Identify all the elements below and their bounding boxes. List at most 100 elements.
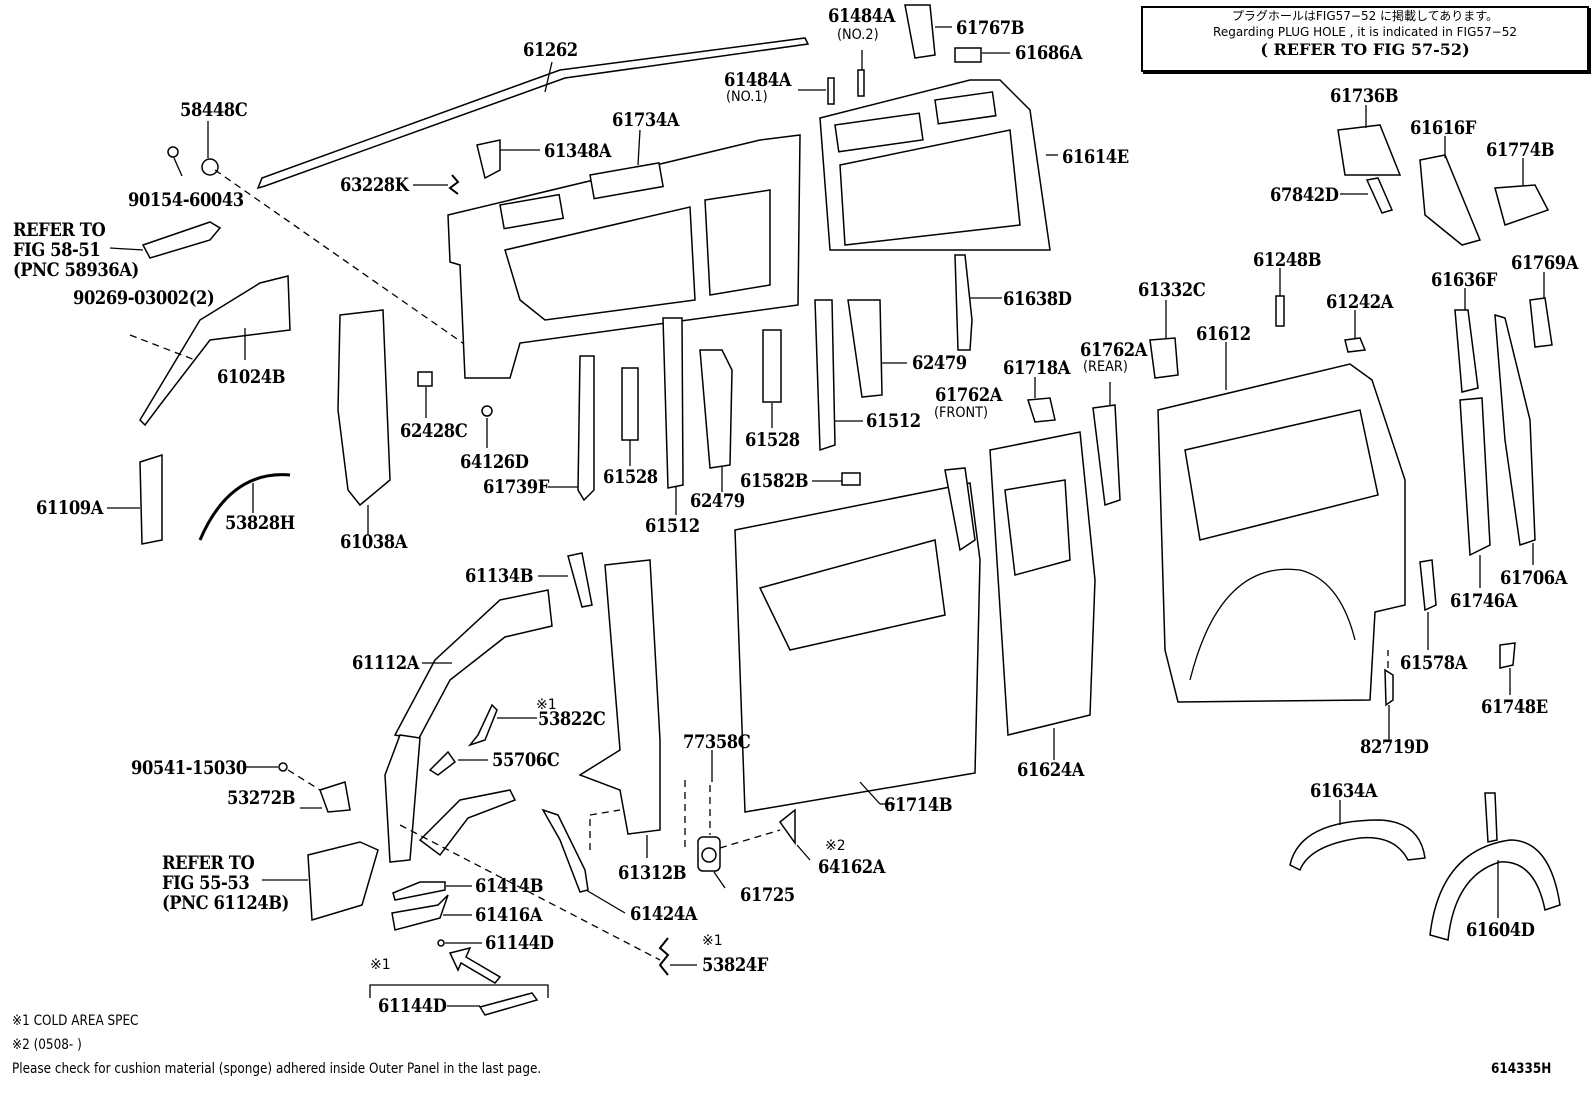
part-61612-rear-quarter-panel[interactable]	[1157, 342, 1406, 703]
part-90154-60043-bolt[interactable]	[167, 146, 183, 177]
part-61762A-front[interactable]	[944, 467, 976, 552]
label-61332C[interactable]: 61332C	[1138, 279, 1206, 301]
part-55706C[interactable]	[428, 750, 488, 776]
label-61714B[interactable]: 61714B	[884, 794, 953, 816]
part-61112A-a-pillar[interactable]	[393, 589, 553, 741]
part-61348A[interactable]	[476, 139, 540, 180]
part-61748E[interactable]	[1499, 642, 1516, 695]
label-61762A-front[interactable]: 61762A	[935, 384, 1002, 406]
part-61124B-ref[interactable]	[262, 841, 379, 921]
label-63228K[interactable]: 63228K	[340, 174, 409, 196]
label-61767B[interactable]: 61767B	[956, 17, 1025, 39]
label-61748E[interactable]: 61748E	[1481, 696, 1548, 718]
part-61614E-rear-upper-panel[interactable]	[819, 79, 1058, 251]
label-61739F[interactable]: 61739F	[483, 476, 549, 498]
label-61616F[interactable]: 61616F	[1410, 117, 1476, 139]
label-61134B[interactable]: 61134B	[465, 565, 534, 587]
label-61109A[interactable]: 61109A	[36, 497, 103, 519]
part-61248B[interactable]	[1275, 268, 1285, 327]
label-61604D[interactable]: 61604D	[1466, 919, 1535, 941]
label-61424A[interactable]: 61424A	[630, 903, 697, 925]
part-61332C[interactable]	[1149, 300, 1179, 379]
ref-55-53-line2[interactable]: FIG 55-53	[162, 872, 250, 894]
part-53272B[interactable]	[300, 781, 351, 813]
label-61746A[interactable]: 61746A	[1450, 590, 1517, 612]
label-61578A[interactable]: 61578A	[1400, 652, 1467, 674]
part-61578A[interactable]	[1419, 559, 1437, 650]
part-61714B-sliding-door-panel[interactable]	[734, 482, 981, 813]
part-61767B[interactable]	[904, 4, 952, 59]
label-58448C[interactable]: 58448C	[180, 99, 248, 121]
part-64126D-clip[interactable]	[481, 405, 493, 448]
label-61614E[interactable]: 61614E	[1062, 146, 1129, 168]
label-61144D-cold[interactable]: 61144D	[378, 995, 447, 1017]
part-61424A[interactable]	[541, 808, 626, 914]
notice-refer[interactable]: ( REFER TO FIG 57-52)	[1260, 40, 1470, 59]
label-61706A[interactable]: 61706A	[1500, 567, 1567, 589]
label-61512-b[interactable]: 61512	[866, 410, 921, 432]
label-61686A[interactable]: 61686A	[1015, 42, 1082, 64]
label-61262[interactable]: 61262	[523, 39, 578, 61]
label-61582B[interactable]: 61582B	[740, 470, 809, 492]
part-61582B[interactable]	[812, 472, 861, 486]
label-64162A[interactable]: 64162A	[818, 856, 885, 878]
label-90541-15030[interactable]: 90541-15030	[131, 757, 247, 779]
part-61414B[interactable]	[392, 881, 472, 901]
label-61484A-no1[interactable]: 61484A	[724, 69, 791, 91]
part-53824F[interactable]	[658, 937, 697, 976]
part-61512-a[interactable]	[662, 317, 684, 515]
label-61248B[interactable]: 61248B	[1253, 249, 1322, 271]
part-61769A[interactable]	[1529, 272, 1553, 348]
label-53272B[interactable]: 53272B	[227, 787, 296, 809]
label-61024B[interactable]: 61024B	[217, 366, 286, 388]
part-61262-roof-rail[interactable]	[256, 37, 810, 190]
label-61528-a[interactable]: 61528	[603, 466, 658, 488]
part-67842D[interactable]	[1340, 177, 1394, 214]
part-61706A[interactable]	[1494, 313, 1536, 565]
label-77358C[interactable]: 77358C	[683, 731, 751, 753]
part-58448C-nut[interactable]	[201, 121, 219, 176]
part-61739F[interactable]	[548, 355, 595, 502]
part-58936A-ref[interactable]	[109, 221, 222, 259]
label-62479-b[interactable]: 62479	[912, 352, 967, 374]
label-61112A[interactable]: 61112A	[352, 652, 419, 674]
label-55706C[interactable]: 55706C	[492, 749, 560, 771]
label-61312B[interactable]: 61312B	[618, 862, 687, 884]
part-61774B[interactable]	[1494, 158, 1550, 226]
label-64126D[interactable]: 64126D	[460, 451, 529, 473]
label-61718A[interactable]: 61718A	[1003, 357, 1070, 379]
part-61624A-center-outer[interactable]	[989, 431, 1096, 760]
label-61038A[interactable]: 61038A	[340, 531, 407, 553]
part-61616F[interactable]	[1419, 136, 1482, 246]
label-61636F[interactable]: 61636F	[1431, 269, 1497, 291]
label-61624A[interactable]: 61624A	[1017, 759, 1084, 781]
label-61528-b[interactable]: 61528	[745, 429, 800, 451]
label-53824F[interactable]: 53824F	[702, 954, 768, 976]
part-61416A[interactable]	[391, 894, 472, 931]
part-61746A[interactable]	[1459, 397, 1491, 588]
part-61038A[interactable]	[337, 309, 391, 535]
label-90154-60043[interactable]: 90154-60043	[128, 189, 244, 211]
part-61134B[interactable]	[538, 552, 593, 608]
part-61736B[interactable]	[1337, 105, 1402, 176]
part-62479-a[interactable]	[699, 349, 733, 492]
part-90541-15030[interactable]	[245, 762, 288, 772]
label-61484A-no2[interactable]: 61484A	[828, 5, 895, 27]
part-53828H-weatherstrip[interactable]	[198, 473, 291, 541]
label-61736B[interactable]: 61736B	[1330, 85, 1399, 107]
label-61512-a[interactable]: 61512	[645, 515, 700, 537]
label-61414B[interactable]: 61414B	[475, 875, 544, 897]
part-61638D[interactable]	[954, 254, 1002, 351]
label-61242A[interactable]: 61242A	[1326, 291, 1393, 313]
label-67842D[interactable]: 67842D	[1270, 184, 1339, 206]
part-61762A-rear[interactable]	[1092, 382, 1121, 507]
part-61512-b[interactable]	[814, 299, 863, 452]
part-61528-a[interactable]	[621, 367, 639, 466]
label-61144D[interactable]: 61144D	[485, 932, 554, 954]
label-61634A[interactable]: 61634A	[1310, 780, 1377, 802]
label-61762A-rear[interactable]: 61762A	[1080, 339, 1147, 361]
label-82719D[interactable]: 82719D	[1360, 736, 1429, 758]
label-62479-a[interactable]: 62479	[690, 490, 745, 512]
ref-58-51-line2[interactable]: FIG 58-51	[13, 239, 101, 261]
part-61604D-wheelhouse-inner[interactable]	[1429, 792, 1561, 941]
